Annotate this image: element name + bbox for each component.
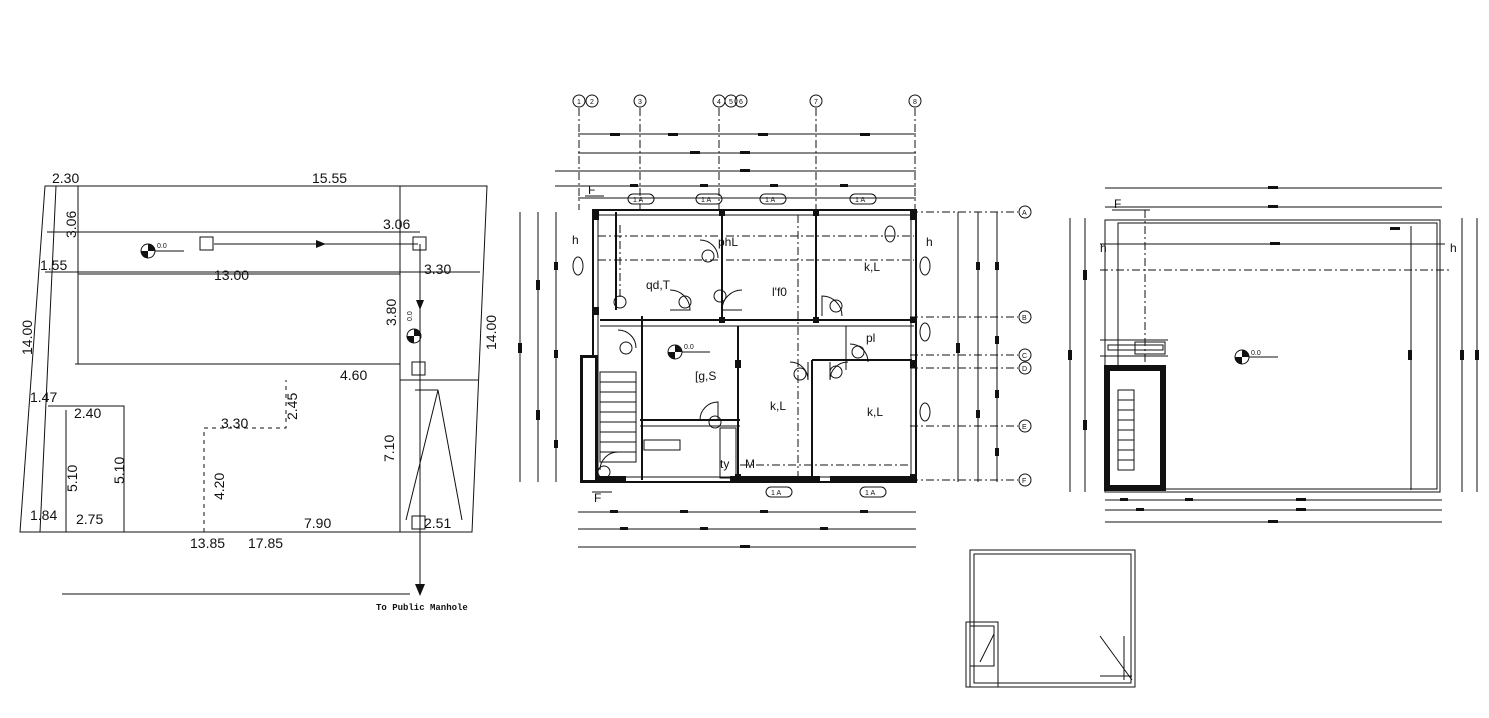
room-label: l'f0: [772, 285, 787, 299]
section-mark: F: [588, 183, 595, 197]
room-label: qd,T: [646, 278, 671, 292]
site-boundary: [19, 185, 488, 533]
room-label: k,L: [864, 260, 880, 274]
door-swing-icon: [699, 401, 719, 421]
section-mark: F: [594, 491, 601, 505]
inspection-chamber: [411, 515, 426, 530]
room-label: M: [745, 457, 755, 471]
window-tags: 1 A 1 A 1 A 1 A 1 A 1 A: [627, 193, 887, 498]
row-bubbles: A B C D E F: [1018, 205, 1032, 487]
window-tag: 1 A: [765, 197, 775, 204]
level-marker-icon: [667, 344, 710, 360]
section-mark: h: [1450, 241, 1457, 255]
site-dim: 2.30: [52, 170, 79, 186]
section-mark: h: [572, 233, 579, 247]
door-swing-icon: [821, 295, 843, 317]
window-tag: 1 A: [701, 197, 711, 204]
room-label: [g,S: [695, 369, 716, 383]
section-mark: h: [1100, 241, 1107, 255]
site-dim: 17.85: [248, 535, 283, 551]
grid-label: 2: [590, 99, 594, 106]
floor-plan: 1 2 3 4 5 6 7 8 A B C D E F: [518, 94, 1032, 548]
door-swing-icon: [669, 289, 691, 311]
inspection-chamber: [412, 236, 427, 251]
site-dim: 3.80: [383, 299, 399, 326]
door-swing-icon: [617, 329, 637, 349]
grid-label: 4: [717, 99, 721, 106]
room-label: ty: [720, 457, 729, 471]
level-marker-icon: [406, 328, 422, 344]
site-level: 0.0: [157, 243, 167, 250]
roof-level: 0.0: [1251, 350, 1261, 357]
grid-label: 3: [638, 99, 642, 106]
door-swing-icon: [599, 451, 619, 471]
door-swing-icon: [829, 361, 849, 381]
site-dim: 3.30: [221, 415, 248, 431]
section-mark: F: [1114, 197, 1121, 211]
door-swing-icon: [721, 289, 743, 311]
site-dim: 7.90: [304, 515, 331, 531]
door-swing-icon: [849, 343, 869, 363]
site-dim: 15.55: [312, 170, 347, 186]
site-dim: 2.75: [76, 511, 103, 527]
room-label: k,L: [770, 399, 786, 413]
grid-label: 7: [814, 99, 818, 106]
floor-level: 0.0: [684, 344, 694, 351]
site-dim: 14.00: [19, 320, 35, 355]
garden-area: [77, 273, 401, 365]
site-dim: 5.10: [111, 457, 127, 484]
site-dim: 14.00: [483, 315, 499, 350]
site-dim: 3.06: [383, 216, 410, 232]
site-dim: 13.85: [190, 535, 225, 551]
site-dim: 13.00: [214, 267, 249, 283]
site-plan: 0.0 0.0 2.30 15.55 3.06 3.06 1.55 13.00 …: [19, 170, 499, 613]
fixture-icons: [572, 225, 931, 479]
window-tag: 1 A: [633, 197, 643, 204]
inspection-chamber: [411, 361, 426, 376]
level-marker-icon: [140, 243, 184, 259]
window-tag: 1 A: [865, 490, 875, 497]
section-detail: [965, 549, 1136, 688]
grid-label: 1: [577, 99, 581, 106]
row-label: A: [1022, 210, 1027, 217]
window-tag: 1 A: [771, 490, 781, 497]
row-label: F: [1022, 478, 1026, 485]
room-label: phL: [718, 235, 738, 249]
section-mark: h: [926, 235, 933, 249]
row-label: B: [1022, 315, 1027, 322]
room-label: pl: [866, 331, 875, 345]
site-dim: 1.47: [30, 389, 57, 405]
site-dim: 1.55: [40, 257, 67, 273]
manhole-note: To Public Manhole: [376, 603, 468, 613]
site-dim: 4.60: [340, 367, 367, 383]
window-tag: 1 A: [855, 197, 865, 204]
grid-bubbles: 1 2 3 4 5 6 7 8: [572, 94, 922, 108]
grid-label: 6: [739, 99, 743, 106]
roof-plan: 0.0 F h h: [1068, 186, 1479, 523]
site-dim: 1.84: [30, 507, 57, 523]
site-dim: 3.30: [424, 261, 451, 277]
detail-outline: [969, 549, 1136, 688]
site-dim: 2.45: [284, 393, 300, 420]
row-label: E: [1022, 424, 1027, 431]
inspection-chamber: [199, 236, 214, 251]
site-dim: 7.10: [381, 435, 397, 462]
grid-label: 5: [729, 99, 733, 106]
grid-label: 8: [913, 99, 917, 106]
site-dim: 5.10: [64, 465, 80, 492]
door-swing-icon: [789, 361, 809, 381]
site-dim: 2.51: [424, 515, 451, 531]
room-label: k,L: [867, 405, 883, 419]
row-label: C: [1022, 353, 1027, 360]
site-dim: 3.06: [63, 211, 79, 238]
door-swing-icon: [699, 239, 719, 259]
site-dim: 2.40: [74, 405, 101, 421]
row-label: D: [1022, 366, 1027, 373]
site-level-2: 0.0: [407, 311, 414, 321]
level-marker-icon: [1234, 349, 1278, 365]
site-dim: 4.20: [211, 473, 227, 500]
